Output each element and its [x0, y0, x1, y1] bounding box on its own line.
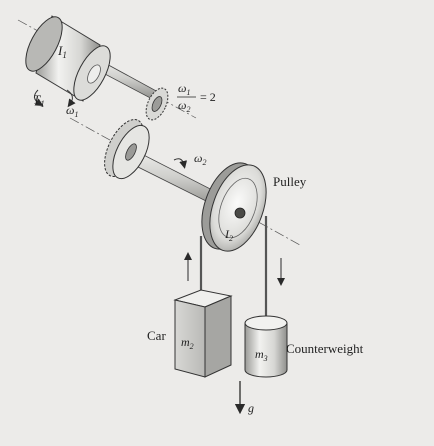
- label-m2: m2: [181, 335, 194, 351]
- label-pulley: Pulley: [273, 174, 307, 189]
- label-counterweight: Counterweight: [286, 341, 364, 356]
- label-omega1: ω1: [66, 103, 78, 119]
- svg-text:ω2: ω2: [178, 98, 190, 114]
- svg-text:ω1: ω1: [178, 81, 190, 97]
- gear-ratio-label: ω1 ω2 = 2: [177, 81, 216, 114]
- label-car: Car: [147, 328, 166, 343]
- label-gravity: g: [248, 401, 254, 415]
- torque-arc-icon: [34, 89, 44, 107]
- svg-text:= 2: = 2: [200, 90, 216, 104]
- car-box: [173, 289, 233, 378]
- pulley-i2: [201, 162, 267, 252]
- label-m3: m3: [255, 347, 268, 363]
- flywheel-i1: [25, 15, 111, 102]
- omega1-arc-icon: [66, 89, 76, 108]
- large-gear: [104, 119, 150, 180]
- label-i2: I2: [224, 227, 233, 243]
- small-gear: [145, 87, 169, 121]
- label-t1: T1: [33, 92, 45, 109]
- label-i1: I1: [57, 43, 67, 60]
- counterweight-cylinder: [244, 315, 288, 378]
- omega2-arc-icon: [173, 158, 188, 169]
- label-omega2: ω2: [194, 151, 206, 167]
